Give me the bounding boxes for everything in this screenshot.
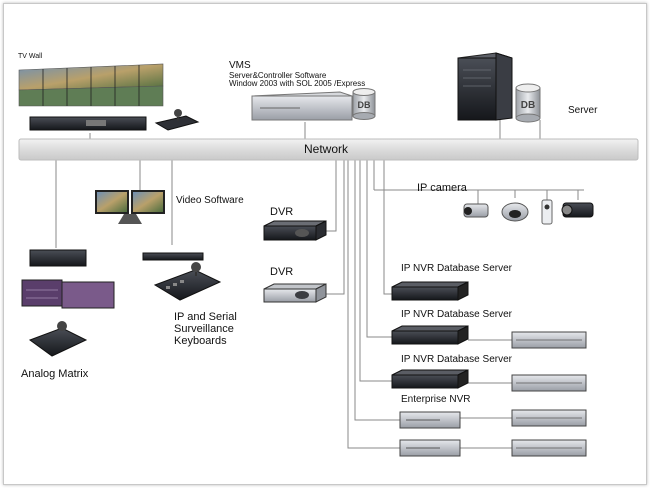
- dvr-2-icon: [263, 283, 327, 303]
- enterprise-nvr-2-icon: [399, 439, 461, 457]
- server-db-label: DB: [521, 100, 535, 111]
- dvr-1-label: DVR: [270, 206, 294, 218]
- storage-array-2-icon: [511, 374, 587, 392]
- vms-db-label: DB: [358, 100, 371, 110]
- analog-matrix-keyboard-icon: [28, 321, 88, 357]
- tv-wall-icon: [18, 63, 164, 107]
- ip-camera-3-icon: [541, 199, 553, 225]
- vms-db-icon: [352, 88, 376, 120]
- keyboards-label-line3: Keyboards: [174, 335, 227, 347]
- server-db-icon: [515, 83, 541, 123]
- vms-server-icon: [251, 91, 353, 121]
- nvr-db-server-1-icon: [391, 281, 469, 301]
- storage-array-4-icon: [511, 439, 587, 457]
- vms-software-label: Server&Controller Software: [229, 71, 327, 80]
- vms-title-label: VMS: [229, 60, 251, 71]
- enterprise-nvr-label: Enterprise NVR: [401, 394, 471, 405]
- nvr-db-server-3-icon: [391, 369, 469, 389]
- keyboards-label-line2: Surveillance: [174, 323, 234, 335]
- ip-camera-1-icon: [463, 203, 489, 218]
- video-software-label: Video Software: [176, 195, 244, 206]
- tower-server-icon: [457, 52, 513, 121]
- nvr-db-2-label: IP NVR Database Server: [401, 309, 512, 320]
- tv-wall-label: TV Wall: [18, 53, 43, 60]
- nvr-db-1-label: IP NVR Database Server: [401, 263, 512, 274]
- analog-matrix-label: Analog Matrix: [21, 368, 89, 380]
- vms-os-label: Window 2003 with SOL 2005 /Express: [229, 79, 366, 88]
- keyboard-rack-unit-icon: [142, 252, 204, 261]
- tv-wall-decoder-icon: [29, 116, 147, 131]
- network-label: Network: [304, 142, 349, 156]
- analog-matrix-rack-icon: [29, 249, 87, 267]
- ptz-controller-icon: [154, 109, 200, 131]
- surveillance-keyboard-icon: [153, 262, 222, 301]
- ip-camera-2-icon: [501, 202, 529, 222]
- dvr-1-icon: [263, 220, 327, 241]
- storage-array-3-icon: [511, 409, 587, 427]
- server-label: Server: [568, 105, 598, 116]
- enterprise-nvr-1-icon: [399, 411, 461, 429]
- storage-array-1-icon: [511, 331, 587, 349]
- analog-matrix-chassis-icon: [21, 279, 115, 309]
- nvr-db-server-2-icon: [391, 325, 469, 345]
- video-software-monitors-icon: [95, 190, 165, 224]
- dvr-2-label: DVR: [270, 266, 294, 278]
- ip-camera-label: IP camera: [417, 182, 467, 194]
- nvr-db-3-label: IP NVR Database Server: [401, 354, 512, 365]
- network-bar: [18, 138, 639, 161]
- ip-camera-4-icon: [561, 202, 594, 218]
- keyboards-label-line1: IP and Serial: [174, 311, 237, 323]
- connection-lines: [55, 120, 584, 449]
